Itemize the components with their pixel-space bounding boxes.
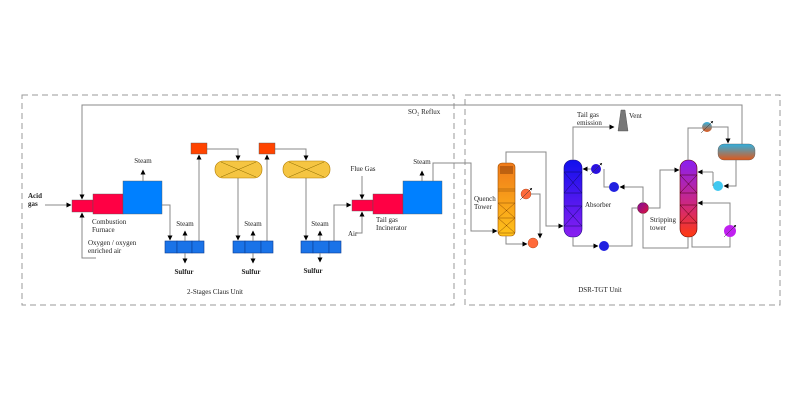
sulfur-label: Sulfur: [303, 267, 322, 275]
reflux-drum: [717, 143, 756, 161]
sulfur-condenser-3: [300, 240, 342, 254]
quench-pump: [527, 237, 539, 249]
quench-tower: [497, 162, 516, 237]
steam-label: Steam: [413, 158, 431, 166]
air-label: Air: [348, 230, 358, 238]
tail-gas-line: [432, 162, 498, 234]
so2-reflux-label: SO₂ Reflux: [408, 108, 441, 116]
so2-reflux-line: [79, 104, 743, 200]
rich-amine-pump: [599, 241, 609, 251]
steam-label: Steam: [134, 157, 152, 165]
reheater-2: [258, 142, 276, 155]
claus-reactor-2: [282, 160, 331, 179]
burner-mixer: [71, 199, 94, 213]
lean-amine-pump: [609, 182, 619, 192]
oxygen-line: [79, 212, 96, 259]
claus-unit-label: 2-Stages Claus Unit: [187, 288, 243, 296]
flue-gas-label: Flue Gas: [350, 165, 375, 173]
lean-rich-exchanger: [637, 202, 649, 214]
process-line: [275, 148, 309, 161]
vent-label: Vent: [629, 112, 642, 120]
absorber-label: Absorber: [585, 201, 612, 209]
tgt-unit-boundary: [464, 94, 781, 306]
waste-heat-boiler: [122, 180, 163, 215]
steam-label: Steam: [176, 220, 194, 228]
sulfur-label: Sulfur: [174, 268, 193, 276]
process-line: [207, 148, 241, 161]
claus-unit-boundary: [21, 94, 455, 306]
process-line: [333, 202, 352, 241]
incinerator-mixer: [351, 199, 374, 212]
absorber: [563, 159, 583, 238]
reflux-pump: [713, 181, 723, 191]
incinerator-boiler: [402, 180, 443, 215]
sulfur-condenser-2: [232, 240, 274, 254]
tgt-unit-label: DSR-TGT Unit: [578, 286, 622, 294]
reheater-1: [190, 142, 208, 155]
stripping-tower: [679, 159, 698, 238]
steam-label: Steam: [311, 220, 329, 228]
claus-reactor-1: [214, 160, 263, 179]
combustion-furnace: [92, 193, 124, 215]
steam-label: Steam: [244, 220, 262, 228]
tail-gas-incinerator: [372, 193, 404, 215]
process-line: [162, 204, 173, 241]
sulfur-label: Sulfur: [241, 268, 260, 276]
vent-stack-icon: [617, 109, 629, 132]
sulfur-condenser-1: [164, 240, 205, 254]
